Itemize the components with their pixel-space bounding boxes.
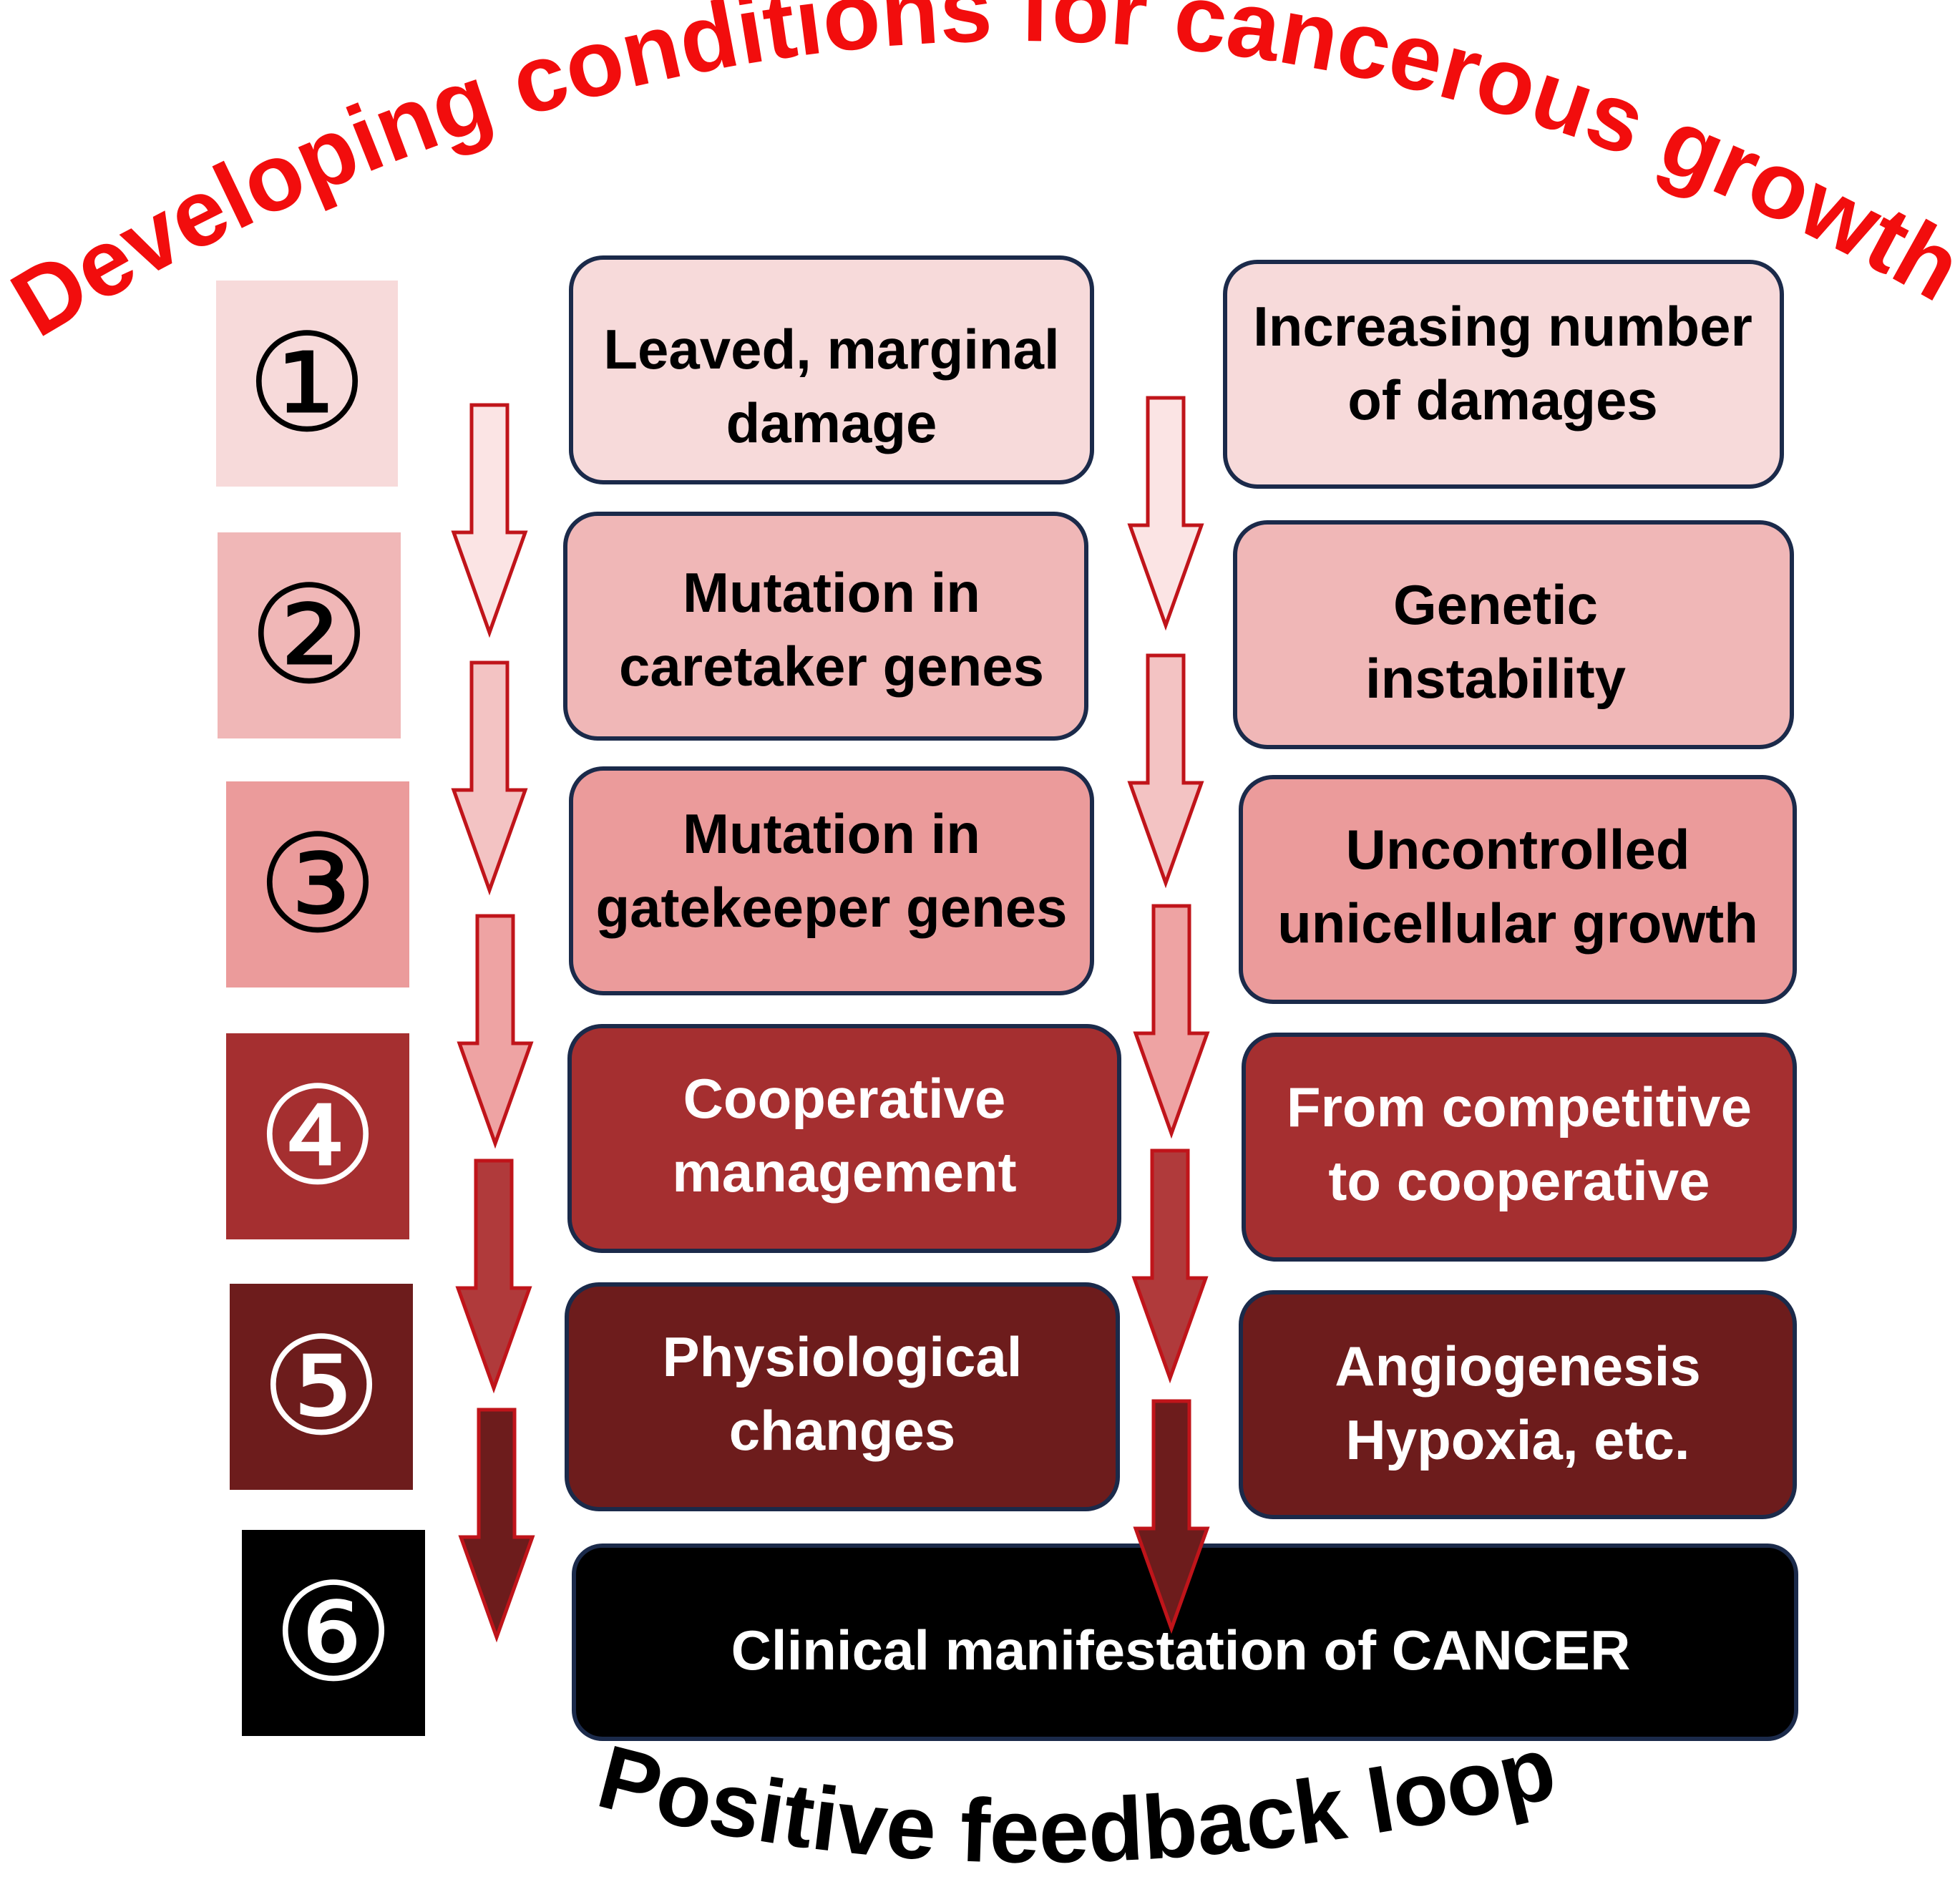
right-box-3-line-2: unicellular growth	[1277, 892, 1758, 955]
stage-6-square: ⑥	[242, 1530, 425, 1736]
right-box-4-line-1: From competitive	[1287, 1076, 1752, 1138]
right-box-1-line-1: Increasing number	[1253, 295, 1752, 358]
left-box-2: Mutation in caretaker genes	[563, 512, 1088, 741]
stage-4-square: ④	[226, 1033, 409, 1239]
left-box-3: Mutation in gatekeeper genes	[569, 766, 1094, 995]
stage-5-square: ⑤	[230, 1284, 413, 1490]
left-arrow-5	[458, 1408, 535, 1643]
right-box-5: Angiogenesis Hypoxia, etc.	[1239, 1290, 1797, 1519]
right-box-4: From competitive to cooperative	[1242, 1033, 1797, 1262]
stage-3-square: ③	[226, 781, 409, 987]
stage-1-square: ①	[216, 281, 398, 487]
left-box-4: Cooperative management	[567, 1024, 1121, 1253]
left-box-2-line-2: caretaker genes	[619, 635, 1044, 698]
final-box-text: Clinical manifestation of CANCER	[731, 1619, 1631, 1682]
left-arrow-3	[457, 914, 534, 1149]
left-box-1-line-1: Leaved, marginal	[603, 318, 1059, 381]
right-arrow-5	[1133, 1399, 1210, 1634]
right-box-2-line-1: Genetic	[1393, 573, 1598, 636]
left-box-1: Leaved, marginal damage	[569, 255, 1094, 484]
left-box-4-line-2: management	[672, 1141, 1016, 1204]
right-arrow-2	[1127, 653, 1204, 889]
left-box-5-line-1: Physiological	[663, 1325, 1023, 1388]
left-box-5: Physiological changes	[565, 1282, 1120, 1511]
stage-5-number: ⑤	[260, 1308, 382, 1466]
left-box-3-line-2: gatekeeper genes	[595, 876, 1067, 939]
right-box-1-line-2: of damages	[1347, 369, 1657, 431]
stage-2-number: ②	[248, 557, 370, 715]
left-box-1-line-2: damage	[726, 391, 937, 454]
stage-4-number: ④	[257, 1058, 379, 1216]
left-arrow-2	[451, 660, 528, 896]
left-box-2-line-1: Mutation in	[683, 561, 980, 624]
right-box-1: Increasing number of damages	[1223, 260, 1784, 489]
left-arrow-1	[451, 403, 528, 638]
right-arrow-3	[1133, 904, 1210, 1139]
right-box-3: Uncontrolled unicellular growth	[1239, 775, 1797, 1004]
right-box-2: Genetic instability	[1233, 520, 1794, 749]
stage-6-number: ⑥	[273, 1554, 394, 1712]
right-box-5-line-2: Hypoxia, etc.	[1345, 1408, 1690, 1471]
left-box-3-line-1: Mutation in	[683, 802, 980, 865]
left-box-4-line-1: Cooperative	[683, 1067, 1006, 1130]
diagram-footer: Positive feedback loop	[589, 1717, 1565, 1882]
left-box-5-line-2: changes	[729, 1399, 955, 1462]
stage-3-number: ③	[257, 806, 379, 964]
stage-1-number: ①	[246, 305, 368, 463]
right-box-2-line-2: instability	[1365, 647, 1626, 710]
right-box-4-line-2: to cooperative	[1328, 1149, 1710, 1212]
left-arrow-4	[455, 1159, 532, 1394]
right-box-3-line-1: Uncontrolled	[1346, 818, 1690, 881]
right-arrow-1	[1127, 396, 1204, 631]
right-arrow-4	[1131, 1149, 1209, 1384]
right-box-5-line-1: Angiogenesis	[1335, 1335, 1700, 1398]
stage-2-square: ②	[218, 532, 401, 738]
final-box: Clinical manifestation of CANCER	[572, 1544, 1798, 1741]
